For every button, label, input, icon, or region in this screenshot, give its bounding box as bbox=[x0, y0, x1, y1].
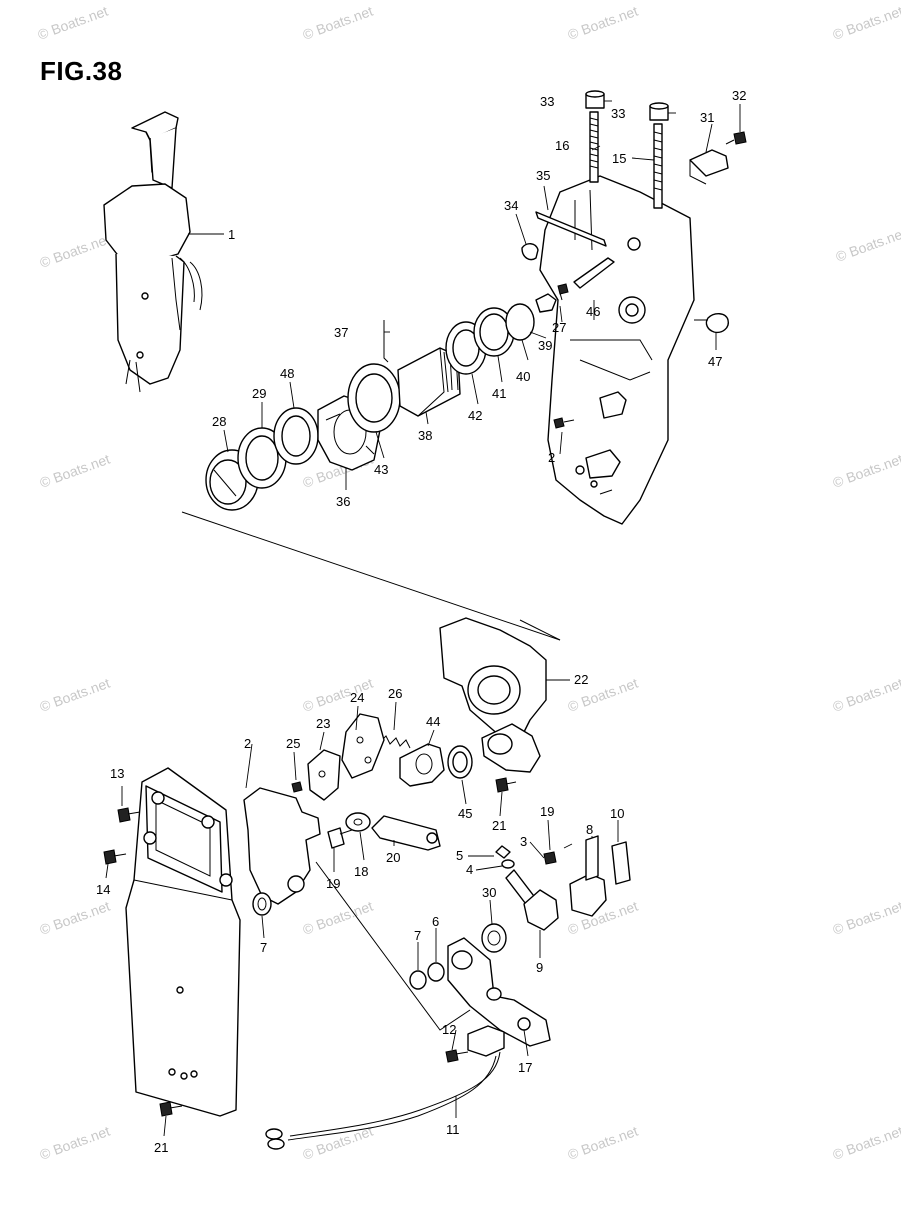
watermark: © Boats.net bbox=[36, 3, 111, 43]
callout-38: 38 bbox=[418, 428, 432, 443]
callout-45: 45 bbox=[458, 806, 472, 821]
watermark: © Boats.net bbox=[831, 898, 901, 938]
callout-2: 2 bbox=[548, 450, 555, 465]
watermark: © Boats.net bbox=[566, 3, 641, 43]
callout-25: 25 bbox=[286, 736, 300, 751]
callout-34: 34 bbox=[504, 198, 518, 213]
callout-41: 41 bbox=[492, 386, 506, 401]
callout-42: 42 bbox=[468, 408, 482, 423]
callout-22: 22 bbox=[574, 672, 588, 687]
callout-17: 17 bbox=[518, 1060, 532, 1075]
callout-13: 13 bbox=[110, 766, 124, 781]
lever-plate bbox=[243, 787, 321, 916]
watermark: © Boats.net bbox=[831, 3, 901, 43]
callout-28: 28 bbox=[212, 414, 226, 429]
watermark: © Boats.net bbox=[38, 231, 113, 271]
callout-39: 39 bbox=[538, 338, 552, 353]
watermark: © Boats.net bbox=[38, 675, 113, 715]
watermark: © Boats.net bbox=[566, 1123, 641, 1163]
main-housing bbox=[521, 175, 729, 525]
callout-6: 6 bbox=[432, 914, 439, 929]
switch-parts bbox=[265, 835, 631, 1150]
callout-7: 7 bbox=[260, 940, 267, 955]
bracket-22 bbox=[439, 617, 547, 773]
studs-and-nuts bbox=[585, 90, 747, 209]
back-plate bbox=[103, 767, 241, 1117]
callout-20: 20 bbox=[386, 850, 400, 865]
remote-control-box bbox=[103, 111, 203, 393]
callout-29: 29 bbox=[252, 386, 266, 401]
callout-24: 24 bbox=[350, 690, 364, 705]
watermark: © Boats.net bbox=[38, 1123, 113, 1163]
figure-title: FIG.38 bbox=[40, 56, 123, 86]
callout-1: 1 bbox=[228, 227, 235, 242]
callout-48: 48 bbox=[280, 366, 294, 381]
callout-8: 8 bbox=[586, 822, 593, 837]
watermark: © Boats.net bbox=[831, 1123, 901, 1163]
callout-35: 35 bbox=[536, 168, 550, 183]
watermark: © Boats.net bbox=[301, 3, 376, 43]
callout-37: 37 bbox=[334, 325, 348, 340]
callout-4: 4 bbox=[466, 862, 473, 877]
callout-47: 47 bbox=[708, 354, 722, 369]
callout-18: 18 bbox=[354, 864, 368, 879]
shift-gear-assembly bbox=[205, 303, 535, 511]
watermark: © Boats.net bbox=[831, 451, 901, 491]
callout-numbers: 1 33 33 16 15 31 32 35 34 27 46 47 37 39… bbox=[96, 88, 746, 1155]
callout-11: 11 bbox=[446, 1122, 460, 1137]
callout-15: 15 bbox=[612, 151, 626, 166]
callout-36: 36 bbox=[336, 494, 350, 509]
callout-23: 23 bbox=[316, 716, 330, 731]
callout-3: 3 bbox=[520, 834, 527, 849]
callout-32: 32 bbox=[732, 88, 746, 103]
callout-5: 5 bbox=[456, 848, 463, 863]
callout-30: 30 bbox=[482, 885, 496, 900]
watermark: © Boats.net bbox=[831, 675, 901, 715]
callout-21: 21 bbox=[154, 1140, 168, 1155]
callout-19: 19 bbox=[540, 804, 554, 819]
watermark: © Boats.net bbox=[38, 898, 113, 938]
callout-43: 43 bbox=[374, 462, 388, 477]
callout-19: 19 bbox=[326, 876, 340, 891]
callout-31: 31 bbox=[700, 110, 714, 125]
callout-12: 12 bbox=[442, 1022, 456, 1037]
callout-2: 2 bbox=[244, 736, 251, 751]
callout-9: 9 bbox=[536, 960, 543, 975]
callout-16: 16 bbox=[555, 138, 569, 153]
callout-26: 26 bbox=[388, 686, 402, 701]
callout-27: 27 bbox=[552, 320, 566, 335]
watermark: © Boats.net bbox=[38, 451, 113, 491]
callout-7: 7 bbox=[414, 928, 421, 943]
callout-14: 14 bbox=[96, 882, 110, 897]
callout-40: 40 bbox=[516, 369, 530, 384]
callout-44: 44 bbox=[426, 714, 440, 729]
cam-parts bbox=[291, 713, 517, 851]
watermark: © Boats.net bbox=[301, 898, 376, 938]
callout-33: 33 bbox=[611, 106, 625, 121]
leader-lines bbox=[105, 100, 741, 1137]
assembly-guide-lines bbox=[181, 511, 561, 1031]
callout-46: 46 bbox=[586, 304, 600, 319]
callout-33: 33 bbox=[540, 94, 554, 109]
watermark: © Boats.net bbox=[834, 225, 901, 265]
callout-21: 21 bbox=[492, 818, 506, 833]
callout-10: 10 bbox=[610, 806, 624, 821]
